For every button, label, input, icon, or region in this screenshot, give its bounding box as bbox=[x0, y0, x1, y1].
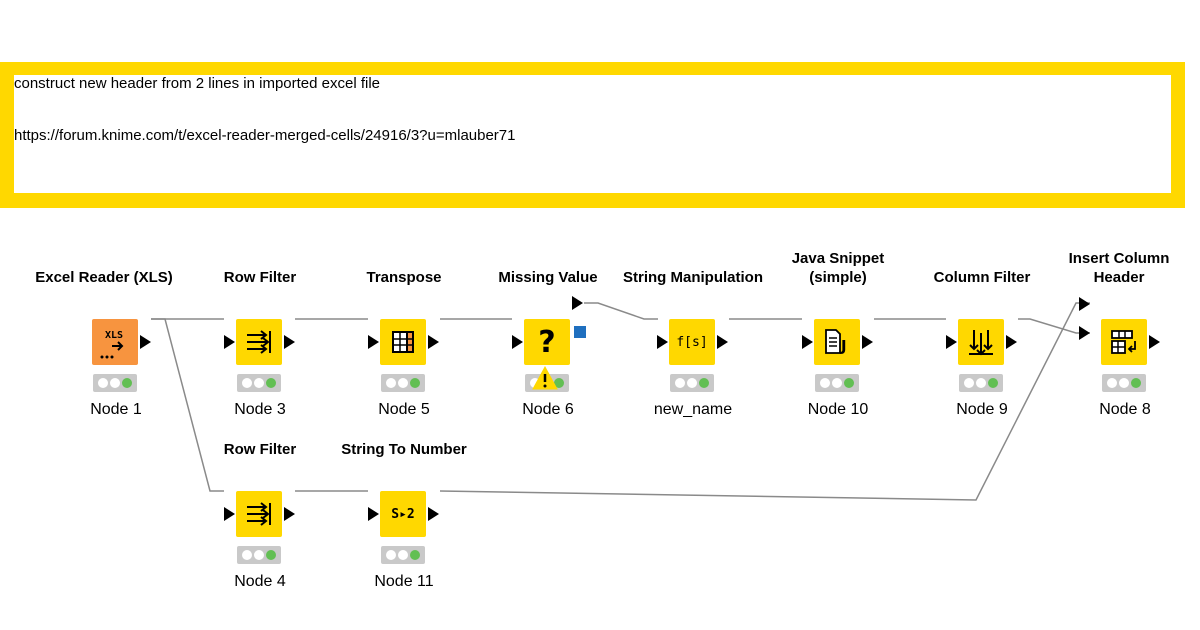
status-traffic-light bbox=[670, 374, 714, 392]
annotation-text-area[interactable]: construct new header from 2 lines in imp… bbox=[14, 75, 1171, 193]
node-label[interactable]: Node 1 bbox=[90, 401, 142, 418]
question-mark-icon[interactable]: ? bbox=[524, 319, 570, 365]
string-function-icon[interactable]: f[s] bbox=[669, 319, 715, 365]
node-excel-reader[interactable]: Excel Reader (XLS) XLS Node 1 bbox=[24, 259, 184, 418]
node-label[interactable]: Node 8 bbox=[1099, 401, 1151, 418]
node-label[interactable]: Node 11 bbox=[374, 573, 434, 590]
status-traffic-light bbox=[381, 546, 425, 564]
input-port[interactable] bbox=[657, 335, 668, 349]
status-traffic-light bbox=[237, 374, 281, 392]
node-label[interactable]: Node 4 bbox=[234, 573, 286, 590]
node-title: Missing Value bbox=[498, 269, 598, 286]
node-string-to-number[interactable]: String To Number S▸2 Node 11 bbox=[324, 431, 484, 590]
node-title-line-2: (simple) bbox=[809, 269, 867, 286]
node-title: Row Filter bbox=[223, 441, 297, 458]
input-port[interactable] bbox=[946, 335, 957, 349]
xls-reader-icon[interactable]: XLS bbox=[92, 319, 138, 365]
input-port[interactable] bbox=[368, 335, 379, 349]
warning-icon bbox=[532, 366, 558, 390]
node-string-manipulation[interactable]: String Manipulation f[s] new_name bbox=[613, 259, 773, 418]
node-label[interactable]: Node 10 bbox=[807, 401, 869, 418]
node-insert-column-header[interactable]: Insert Column Header Node 8 bbox=[1039, 250, 1199, 418]
output-port[interactable] bbox=[284, 507, 295, 521]
status-traffic-light bbox=[959, 374, 1003, 392]
node-row-filter-4[interactable]: Row Filter Node 4 bbox=[180, 431, 340, 590]
status-traffic-light bbox=[815, 374, 859, 392]
output-port[interactable] bbox=[572, 296, 583, 310]
input-port[interactable] bbox=[512, 335, 523, 349]
annotation-line-1: construct new header from 2 lines in imp… bbox=[14, 75, 381, 92]
xls-icon-text: XLS bbox=[105, 330, 123, 341]
node-label[interactable]: Node 9 bbox=[956, 401, 1008, 418]
output-port[interactable] bbox=[1006, 335, 1017, 349]
workflow-annotation[interactable]: construct new header from 2 lines in imp… bbox=[0, 62, 1185, 208]
output-port[interactable] bbox=[140, 335, 151, 349]
input-port[interactable] bbox=[224, 335, 235, 349]
node-title-line-2: Header bbox=[1093, 269, 1145, 286]
string-function-glyph: f[s] bbox=[676, 334, 708, 350]
node-title: String To Number bbox=[341, 441, 467, 458]
input-port[interactable] bbox=[802, 335, 813, 349]
string-to-number-icon[interactable]: S▸2 bbox=[380, 491, 426, 537]
input-port[interactable] bbox=[224, 507, 235, 521]
output-port[interactable] bbox=[428, 335, 439, 349]
node-title: Excel Reader (XLS) bbox=[35, 269, 173, 286]
node-java-snippet[interactable]: Java Snippet (simple) J Node 10 bbox=[758, 250, 918, 418]
output-port[interactable] bbox=[717, 335, 728, 349]
node-title: Row Filter bbox=[223, 269, 297, 286]
connection-6-manip bbox=[584, 302, 658, 320]
node-title-line-1: Insert Column bbox=[1068, 250, 1170, 267]
string-to-number-glyph: S▸2 bbox=[391, 506, 415, 522]
node-title: Transpose bbox=[366, 269, 442, 286]
input-port[interactable] bbox=[368, 507, 379, 521]
pmml-output-port[interactable] bbox=[574, 326, 586, 338]
node-missing-value[interactable]: Missing Value ? Node 6 bbox=[468, 259, 628, 418]
row-filter-icon[interactable] bbox=[236, 491, 282, 537]
node-row-filter-3[interactable]: Row Filter Node 3 bbox=[180, 259, 340, 418]
node-label[interactable]: new_name bbox=[653, 401, 733, 418]
row-filter-icon[interactable] bbox=[236, 319, 282, 365]
node-transpose[interactable]: Transpose Node 5 bbox=[324, 259, 484, 418]
java-glyph: J bbox=[840, 337, 847, 355]
node-title: String Manipulation bbox=[623, 269, 763, 286]
java-snippet-icon[interactable]: J bbox=[814, 319, 860, 365]
transpose-icon[interactable] bbox=[380, 319, 426, 365]
status-traffic-light bbox=[93, 374, 137, 392]
input-port-dictionary[interactable] bbox=[1079, 297, 1090, 311]
status-traffic-light bbox=[1102, 374, 1146, 392]
node-label[interactable]: Node 6 bbox=[522, 401, 574, 418]
column-filter-icon[interactable] bbox=[958, 319, 1004, 365]
output-port[interactable] bbox=[428, 507, 439, 521]
status-traffic-light bbox=[381, 374, 425, 392]
annotation-link[interactable]: https://forum.knime.com/t/excel-reader-m… bbox=[14, 127, 516, 144]
output-port[interactable] bbox=[1149, 335, 1160, 349]
node-column-filter[interactable]: Column Filter Node 9 bbox=[902, 259, 1062, 418]
output-port[interactable] bbox=[862, 335, 873, 349]
connection-1-4 bbox=[151, 318, 224, 492]
output-port[interactable] bbox=[284, 335, 295, 349]
node-label[interactable]: Node 5 bbox=[378, 401, 430, 418]
node-label[interactable]: Node 3 bbox=[234, 401, 286, 418]
node-title-line-1: Java Snippet bbox=[791, 250, 885, 267]
status-traffic-light bbox=[237, 546, 281, 564]
insert-header-icon[interactable] bbox=[1101, 319, 1147, 365]
node-title: Column Filter bbox=[933, 269, 1031, 286]
input-port-data[interactable] bbox=[1079, 326, 1090, 340]
question-mark-glyph: ? bbox=[538, 324, 556, 360]
